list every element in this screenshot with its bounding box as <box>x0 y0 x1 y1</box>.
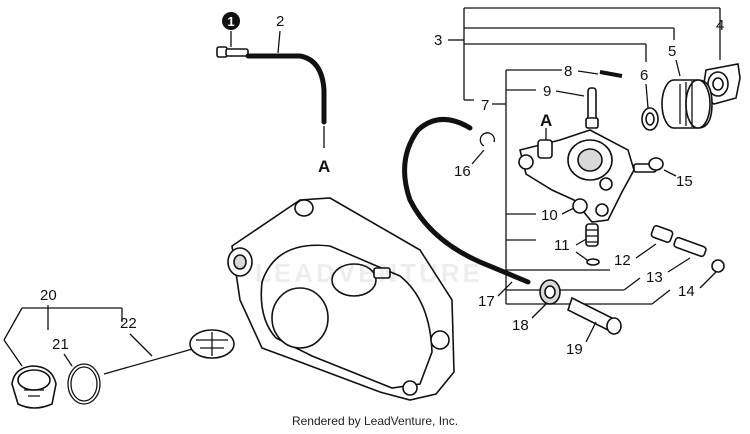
callout-leaders-right: 3 4 5 6 <box>434 7 724 109</box>
callout-10: 10 <box>541 207 558 224</box>
part-21-o-ring <box>67 363 101 405</box>
part-22-strainer <box>103 329 235 375</box>
callout-19: 19 <box>566 341 583 358</box>
part-16-clip: 16 <box>454 132 495 180</box>
part-15-screw: 15 <box>633 157 693 190</box>
watermark-text: LEADVENTURE <box>255 258 484 288</box>
part-13-adjuster <box>673 236 707 258</box>
ref-a-right: A <box>540 111 552 130</box>
part-20-oil-cap <box>11 365 57 409</box>
part-5-worm-gear <box>661 79 713 129</box>
callout-15: 15 <box>676 173 693 190</box>
callout-13: 13 <box>646 269 663 286</box>
callout-17: 17 <box>478 293 495 310</box>
callout-14: 14 <box>678 283 695 300</box>
callout-2: 2 <box>276 13 284 30</box>
part-12-spring <box>650 224 674 244</box>
callout-6: 6 <box>640 67 648 84</box>
part-6-washer <box>641 107 659 131</box>
callout-7: 7 <box>481 97 489 114</box>
callout-12: 12 <box>614 252 631 269</box>
part-8-pin <box>599 70 623 78</box>
callout-4: 4 <box>716 17 724 34</box>
part-9-plunger <box>585 87 599 129</box>
callout-1: 1 <box>227 14 234 29</box>
callout-22: 22 <box>120 315 137 332</box>
callout-18: 18 <box>512 317 529 334</box>
part-2-hose: 2 A <box>245 13 330 176</box>
callout-20: 20 <box>40 287 57 304</box>
callout-8: 8 <box>564 63 572 80</box>
ref-a-left: A <box>318 157 330 176</box>
part-19-shaft: 19 <box>566 296 622 358</box>
callout-9: 9 <box>543 83 551 100</box>
part-17-oil-line: 17 <box>402 117 531 310</box>
callout-11: 11 <box>554 237 570 254</box>
crankcase-housing <box>227 197 455 401</box>
callout-5: 5 <box>668 43 676 60</box>
footer-credit: Rendered by LeadVenture, Inc. <box>291 414 459 428</box>
callout-21: 21 <box>52 336 69 353</box>
callout-3: 3 <box>434 32 442 49</box>
part-14-nut <box>711 259 725 273</box>
callout-leaders-cap: 20 22 21 <box>3 287 153 367</box>
part-1-fitting: 1 <box>216 12 249 58</box>
part-11-spring <box>585 223 600 266</box>
oil-pump-body: A <box>518 111 635 223</box>
part-18-grommet: 18 <box>512 279 561 334</box>
callout-16: 16 <box>454 163 471 180</box>
